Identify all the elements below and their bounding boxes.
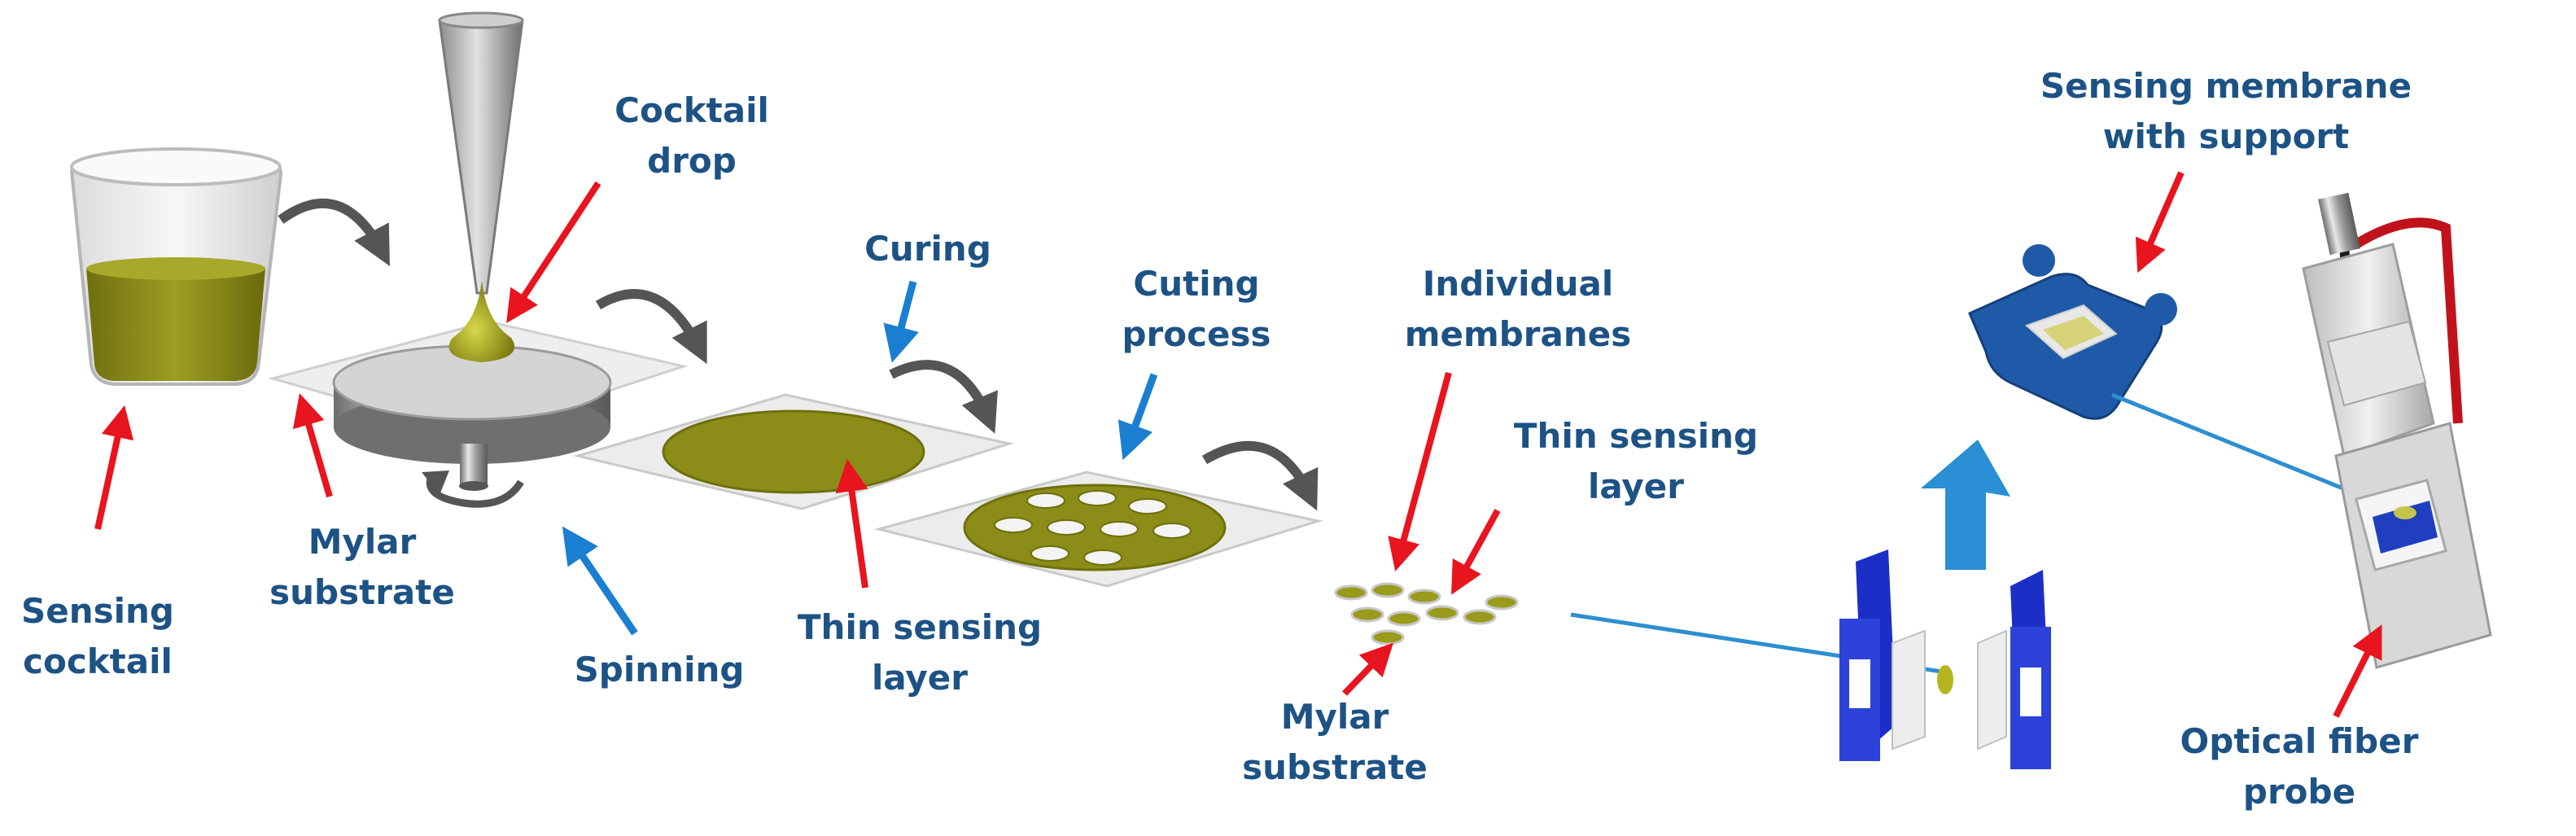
spin-rotation-arrow xyxy=(426,475,524,508)
label-thin-sensing-layer-2-line1: Thin sensing xyxy=(1513,416,1759,456)
membrane-with-support xyxy=(1968,244,2177,420)
label-spinning-text: Spinning xyxy=(574,650,745,689)
label-cocktail-drop-line1: Cocktail xyxy=(614,90,769,130)
label-sensing-cocktail-line2: cocktail xyxy=(23,641,173,681)
red-arrow-optical-probe xyxy=(2333,624,2382,718)
label-cuting-process: Cuting process xyxy=(1099,259,1294,360)
label-mylar-substrate-1-line2: substrate xyxy=(269,572,455,612)
process-arrow-4 xyxy=(1201,440,1319,511)
process-arrow-2 xyxy=(595,289,707,365)
blue-arrows xyxy=(562,280,1158,636)
label-mylar-substrate-2: Mylar substrate xyxy=(1233,692,1437,793)
optical-fiber-probe xyxy=(2302,192,2492,669)
label-optical-fiber-probe: Optical fiber probe xyxy=(2169,716,2429,817)
red-arrow-thin-layer-1 xyxy=(835,458,868,589)
label-sensing-membrane-support: Sensing membrane with support xyxy=(2039,61,2413,162)
red-arrow-cocktail-drop xyxy=(506,181,601,324)
label-cuting-process-line2: process xyxy=(1122,314,1271,354)
process-arrow-1 xyxy=(278,198,390,266)
red-arrow-membrane-support xyxy=(2135,171,2185,274)
label-individual-membranes-line2: membranes xyxy=(1404,314,1632,354)
label-mylar-substrate-2-line2: substrate xyxy=(1242,747,1428,787)
spin-coater xyxy=(268,320,689,508)
red-arrow-mylar-substrate-2 xyxy=(1342,642,1393,696)
cut-sheet xyxy=(874,471,1323,588)
red-arrow-mylar-substrate-1 xyxy=(292,393,333,498)
label-spinning: Spinning xyxy=(562,645,757,695)
label-cocktail-drop-line2: drop xyxy=(647,141,737,181)
label-mylar-substrate-1: Mylar substrate xyxy=(260,517,464,618)
red-arrow-sensing-cocktail xyxy=(94,405,134,530)
cocktail-drop xyxy=(448,281,515,362)
label-individual-membranes: Individual membranes xyxy=(1396,259,1640,360)
assembly-arrow xyxy=(1921,440,2010,570)
individual-membranes xyxy=(1334,582,1519,646)
label-thin-sensing-layer-1-line2: layer xyxy=(871,658,969,698)
red-arrow-individual-membranes xyxy=(1388,371,1452,571)
label-sensing-membrane-support-line2: with support xyxy=(2102,116,2350,156)
label-optical-fiber-probe-line2: probe xyxy=(2242,772,2356,812)
label-mylar-substrate-1-line1: Mylar xyxy=(308,522,417,562)
label-sensing-cocktail: Sensing cocktail xyxy=(12,586,183,687)
label-curing: Curing xyxy=(846,224,1009,274)
membrane-holder-exploded xyxy=(1839,549,2051,769)
coated-sheet xyxy=(573,393,1014,510)
blue-arrow-cuting xyxy=(1117,373,1158,461)
label-individual-membranes-line1: Individual xyxy=(1422,264,1614,304)
beaker xyxy=(69,147,283,386)
process-arrow-3 xyxy=(889,360,998,434)
label-cuting-process-line1: Cuting xyxy=(1133,264,1260,304)
label-sensing-cocktail-line1: Sensing xyxy=(21,591,174,631)
label-thin-sensing-layer-2-line2: layer xyxy=(1587,466,1685,506)
label-cocktail-drop: Cocktail drop xyxy=(598,85,785,186)
label-mylar-substrate-2-line1: Mylar xyxy=(1280,697,1389,737)
pipette xyxy=(438,11,524,362)
blue-arrow-curing xyxy=(883,280,920,363)
red-arrow-thin-layer-2 xyxy=(1451,509,1501,595)
blue-arrow-spinning xyxy=(562,526,638,636)
label-thin-sensing-layer-1: Thin sensing layer xyxy=(781,602,1058,703)
label-thin-sensing-layer-2: Thin sensing layer xyxy=(1498,411,1774,512)
label-optical-fiber-probe-line1: Optical fiber xyxy=(2180,721,2419,761)
red-arrows xyxy=(94,171,2382,718)
label-sensing-membrane-support-line1: Sensing membrane xyxy=(2040,66,2412,106)
label-curing-text: Curing xyxy=(864,229,991,269)
label-thin-sensing-layer-1-line1: Thin sensing xyxy=(797,607,1043,647)
